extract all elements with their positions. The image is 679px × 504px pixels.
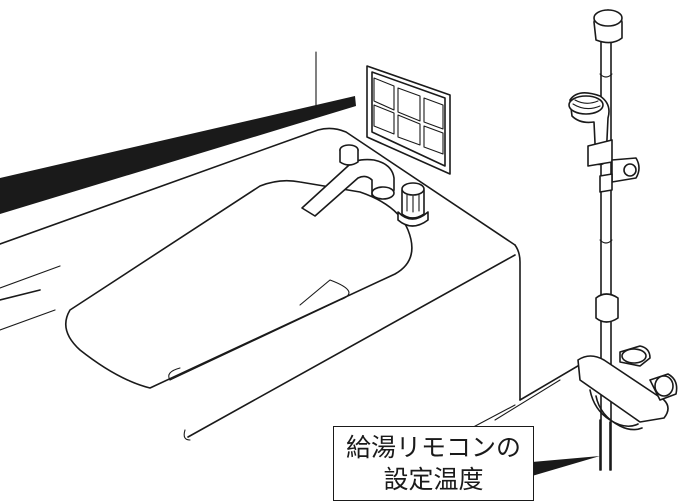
remote-controller-icon (367, 66, 450, 174)
callout-label: 給湯リモコンの 設定温度 (333, 426, 534, 501)
callout-line-1: 給湯リモコンの (346, 432, 521, 464)
pointer-wedge (0, 96, 356, 214)
shower-head-icon (569, 93, 639, 192)
callout-pointer (532, 456, 600, 476)
callout-line-2: 設定温度 (383, 464, 483, 496)
thermostatic-mixer-icon (578, 346, 677, 470)
